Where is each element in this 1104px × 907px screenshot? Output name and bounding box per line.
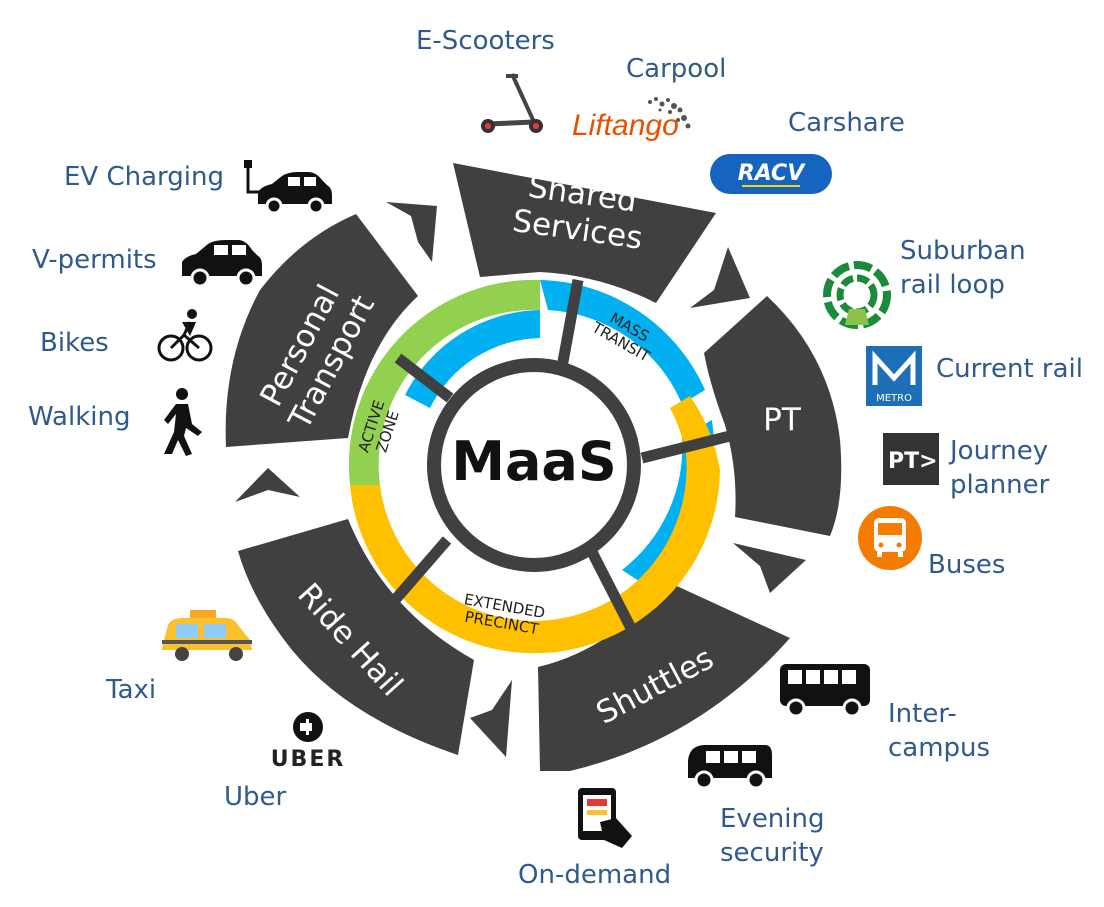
arrow-ridehail-to-personal	[235, 468, 300, 502]
label-buses: Buses	[928, 550, 1006, 580]
label-e-scooters: E-Scooters	[416, 26, 555, 56]
suburban-rail-icon	[823, 261, 891, 329]
label-current-rail: Current rail	[936, 354, 1083, 384]
ring-blue-right	[540, 280, 705, 404]
label-line: Inter-	[888, 699, 957, 729]
svg-text:RACV: RACV	[738, 161, 806, 186]
label-journey-planner: Journey planner	[950, 434, 1049, 502]
spokes	[383, 279, 732, 641]
bike-icon	[157, 309, 213, 362]
bus-icon	[858, 506, 922, 570]
segment-shuttles	[538, 582, 790, 771]
label-line: Suburban	[900, 236, 1026, 266]
segment-label-pt: PT	[742, 402, 822, 438]
label-v-permits: V-permits	[32, 245, 157, 275]
ring-yellow-right	[618, 396, 720, 620]
racv-logo: RACV	[710, 154, 832, 194]
segment-pt	[704, 296, 842, 536]
intercampus-bus-icon	[780, 664, 870, 718]
label-line: rail loop	[900, 270, 1005, 300]
label-carpool: Carpool	[626, 54, 727, 84]
liftango-logo: Liftango	[572, 97, 691, 142]
label-uber: Uber	[224, 782, 287, 812]
label-line: planner	[950, 470, 1050, 500]
segment-label-line: PT	[763, 402, 801, 438]
svg-text:METRO: METRO	[876, 393, 912, 404]
pt-logo: PT>	[883, 433, 939, 485]
center-circle	[427, 358, 641, 572]
label-taxi: Taxi	[106, 675, 157, 705]
ring-green	[348, 279, 540, 485]
label-evening-security: Evening security	[720, 802, 825, 870]
label-line: Evening	[720, 804, 825, 834]
on-demand-icon	[578, 788, 632, 848]
arrow-shuttles-to-ridehail	[470, 680, 512, 757]
segment-personal-transport	[225, 214, 418, 447]
uber-logo: UBER	[271, 712, 346, 772]
label-line: Journey	[950, 436, 1049, 466]
segment-shared-services	[453, 163, 716, 303]
arrow-shared-to-pt	[690, 247, 750, 308]
label-suburban-rail-loop: Suburban rail loop	[900, 234, 1026, 302]
label-ev-charging: EV Charging	[64, 162, 224, 192]
arrow-personal-to-shared	[386, 202, 437, 262]
label-bikes: Bikes	[40, 328, 109, 358]
svg-text:UBER: UBER	[271, 747, 346, 772]
car-icon	[182, 240, 262, 288]
evening-shuttle-icon	[688, 745, 772, 790]
metro-logo: METRO	[866, 346, 922, 406]
segment-ridehail	[238, 519, 474, 755]
label-walking: Walking	[28, 402, 131, 432]
ring-yellow-bottom	[350, 485, 640, 654]
label-carshare: Carshare	[788, 108, 905, 138]
svg-text:Liftango: Liftango	[572, 109, 679, 142]
arrow-pt-to-shuttles	[733, 543, 806, 593]
label-line: security	[720, 838, 824, 868]
label-intercampus: Inter- campus	[888, 697, 990, 765]
ev-charging-icon	[244, 160, 332, 215]
center-title: MaaS	[451, 430, 617, 493]
walking-icon	[164, 388, 202, 456]
label-line: campus	[888, 733, 991, 763]
taxi-icon	[162, 610, 252, 661]
label-on-demand: On-demand	[518, 860, 672, 890]
svg-text:PT>: PT>	[888, 449, 938, 474]
e-scooter-icon	[481, 73, 543, 133]
